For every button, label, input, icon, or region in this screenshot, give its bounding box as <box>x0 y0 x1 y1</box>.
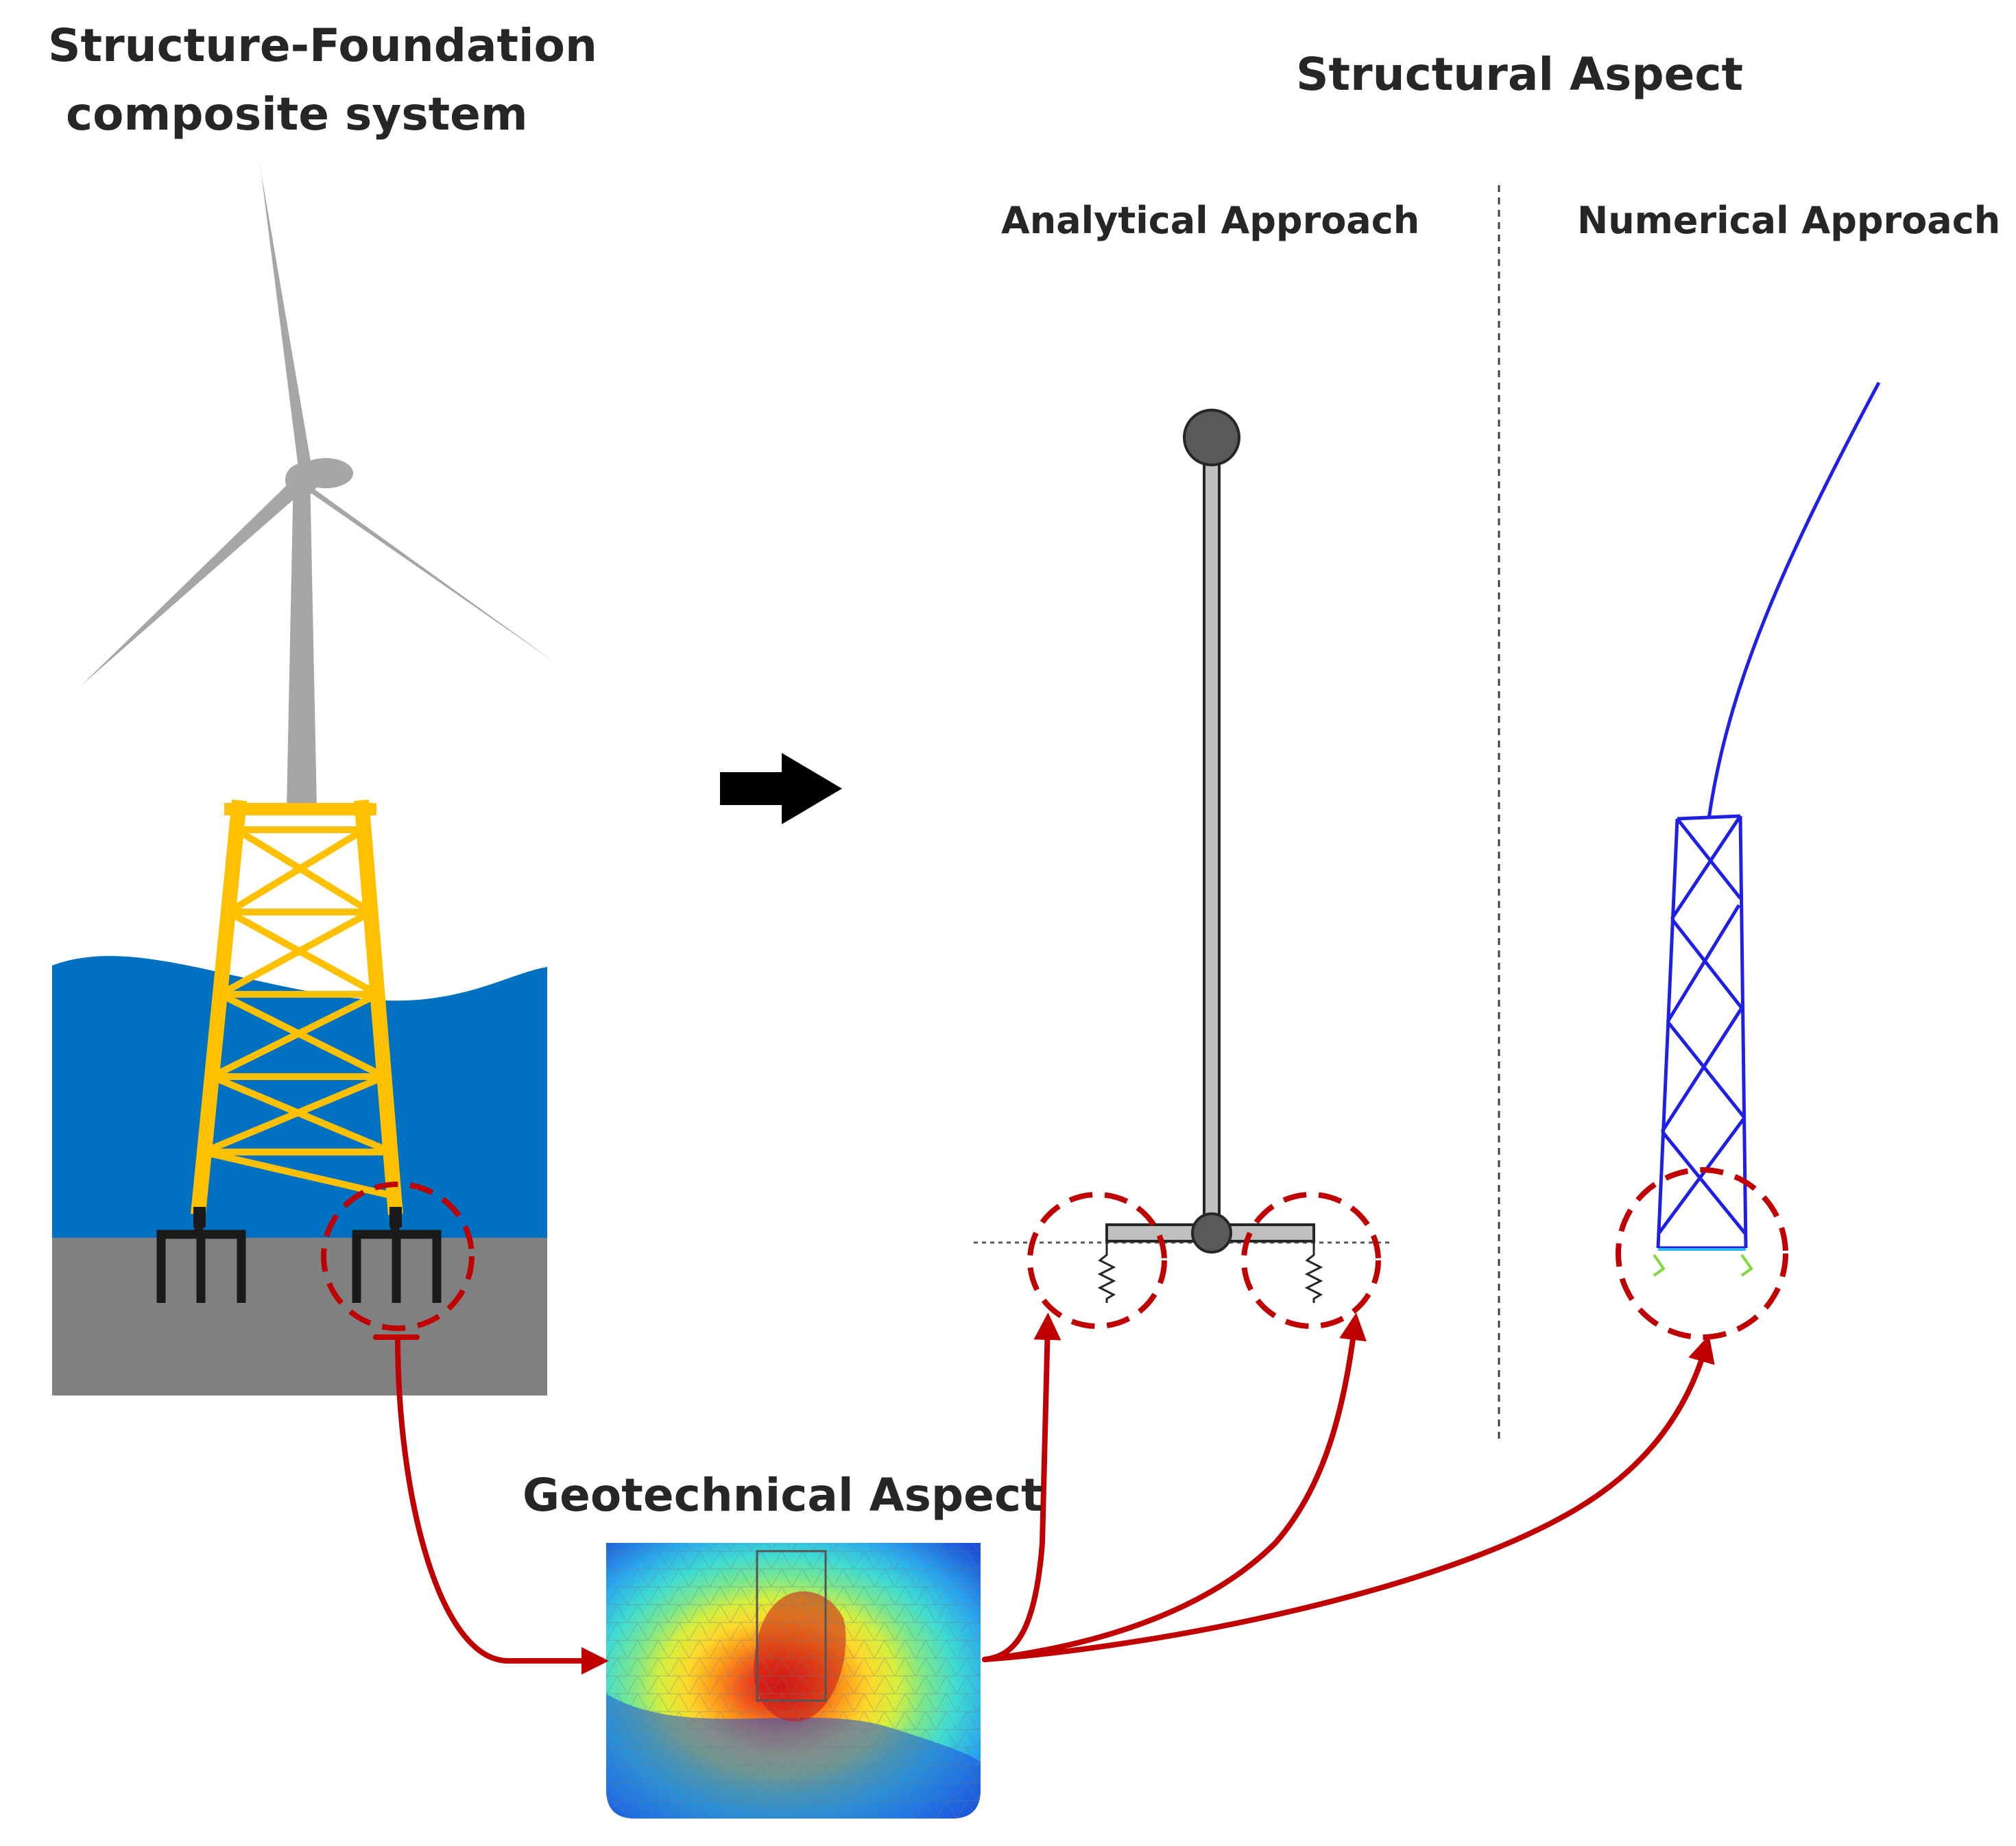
structural-aspect-title: Structural Aspect <box>1296 48 1744 101</box>
jacket-structure <box>190 799 403 1216</box>
numerical-model <box>1616 381 1881 1340</box>
analytical-model <box>974 409 1392 1329</box>
foundation-highlight-circle <box>321 1182 475 1331</box>
spring-highlight-left <box>1027 1192 1167 1329</box>
system-title-line2: composite system <box>66 88 528 141</box>
fe-highlight-circle <box>1616 1167 1788 1340</box>
geotechnical-contour-plot <box>606 1543 981 1819</box>
turbine-blade-right <box>302 480 554 662</box>
arrow-to-right-spring <box>982 1312 1367 1662</box>
turbine-blade-up <box>259 161 313 473</box>
turbine-blade-left <box>81 477 302 686</box>
arrow-to-geotech <box>395 1334 609 1675</box>
transition-arrow <box>720 753 842 824</box>
spring-right <box>1304 1241 1323 1303</box>
fe-supports <box>1653 1254 1753 1277</box>
analytical-approach-title: Analytical Approach <box>1001 199 1420 242</box>
geotechnical-aspect-title: Geotechnical Aspect <box>523 1469 1043 1522</box>
top-mass-node <box>1183 409 1240 466</box>
sea <box>52 956 547 1238</box>
offshore-turbine-illustration <box>52 161 554 1395</box>
turbine-hub <box>285 464 318 496</box>
turbine-tower <box>287 473 317 808</box>
spring-left <box>1097 1241 1116 1303</box>
numerical-approach-title: Numerical Approach <box>1577 199 2001 242</box>
seabed <box>52 1238 547 1395</box>
system-title-line1: Structure-Foundation <box>48 19 597 72</box>
bucket-outline <box>756 1550 827 1702</box>
deformed-tower <box>1707 381 1881 819</box>
base-node <box>1191 1212 1232 1254</box>
connection-arrows <box>373 1312 1715 1675</box>
fe-jacket <box>1656 814 1748 1250</box>
arrow-to-fe-support <box>982 1334 1715 1662</box>
spring-highlight-right <box>1241 1192 1381 1329</box>
tower-beam <box>1203 448 1221 1226</box>
